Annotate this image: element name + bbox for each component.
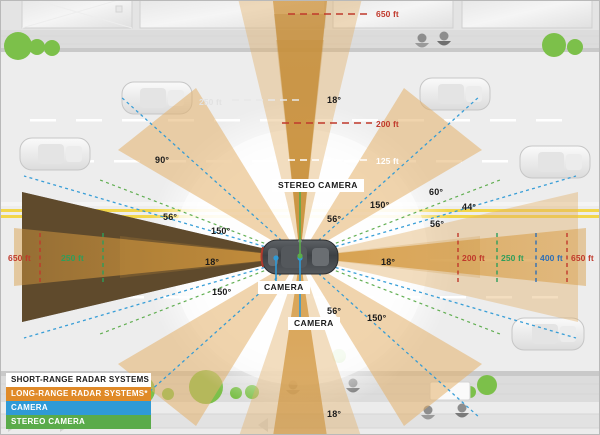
legend: SHORT-RANGE RADAR SYSTEMS LONG-RANGE RAD… — [6, 373, 151, 429]
angle-label-center-56-top: 56° — [327, 214, 342, 224]
distance-label-top-650: 650 ft — [376, 9, 399, 19]
angle-label-right-56: 56° — [430, 219, 445, 229]
angle-label-upper-right-44: 44° — [462, 202, 477, 212]
distance-label-top-left-250: 250 ft — [199, 97, 222, 107]
radar-fan-diag-lr — [300, 257, 482, 426]
callout-stereo-camera: STEREO CAMERA — [272, 179, 364, 193]
angle-label-front-18: 18° — [327, 95, 342, 105]
legend-item-stereo-camera[interactable]: STEREO CAMERA — [6, 415, 151, 429]
radar-fan-diag-ur — [300, 88, 482, 257]
distance-label-top-200: 200 ft — [376, 119, 399, 129]
distance-label-right-650: 650 ft — [571, 253, 594, 263]
angle-label-upper-right-150: 150° — [370, 200, 390, 210]
legend-item-short-range-radar[interactable]: SHORT-RANGE RADAR SYSTEMS — [6, 373, 151, 387]
long-range-radar-front — [272, 0, 328, 257]
distance-label-right-200: 200 ft — [462, 253, 485, 263]
radar-fan-diag-ul — [118, 88, 300, 257]
background-vehicle — [19, 137, 91, 171]
background-vehicle — [519, 145, 591, 179]
long-range-radar-right — [300, 228, 586, 286]
legend-item-long-range-radar[interactable]: LONG-RANGE RADAR SYSTEMS* — [6, 387, 151, 401]
distance-label-left-250: 250 ft — [61, 253, 84, 263]
angle-label-left-150-top: 150° — [211, 226, 231, 236]
distance-label-right-250: 250 ft — [501, 253, 524, 263]
angle-label-left-56: 56° — [163, 212, 178, 222]
radar-fan-diag-ll — [118, 257, 300, 426]
angle-label-right-18: 18° — [381, 257, 396, 267]
legend-item-camera[interactable]: CAMERA — [6, 401, 151, 415]
background-vehicle — [511, 317, 585, 351]
long-range-radar-left — [14, 228, 300, 286]
camera-coverage-rays — [23, 95, 577, 419]
distance-label-top-125: 125 ft — [376, 156, 399, 166]
angle-label-left-18: 18° — [205, 257, 220, 267]
angle-label-upper-right-60: 60° — [429, 187, 444, 197]
callout-camera-left: CAMERA — [258, 281, 310, 295]
callout-camera-bottom: CAMERA — [288, 317, 340, 331]
pedestrian — [415, 31, 451, 48]
angle-label-rear-18: 18° — [327, 409, 342, 419]
angle-label-right-150-bottom: 150° — [367, 313, 387, 323]
distance-label-left-650: 650 ft — [8, 253, 31, 263]
angle-label-upper-left-90: 90° — [155, 155, 170, 165]
angle-label-center-56-bottom: 56° — [327, 306, 342, 316]
distance-label-right-400: 400 ft — [540, 253, 563, 263]
angle-label-left-150-bottom: 150° — [212, 287, 232, 297]
long-range-radar-rear — [273, 257, 327, 435]
